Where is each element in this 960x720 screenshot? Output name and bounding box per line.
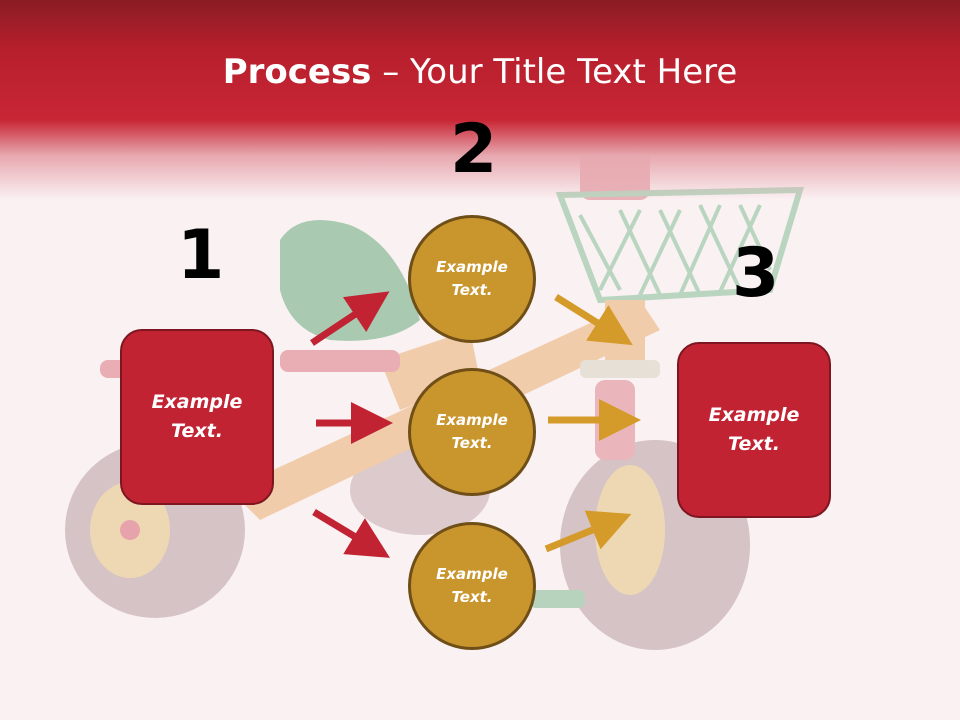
circle-2-line1: Example <box>436 411 508 429</box>
arrow-to-circle-3 <box>312 509 390 558</box>
step-number-1: 1 <box>177 216 225 295</box>
arrow-from-circle-3 <box>544 510 632 553</box>
arrow-to-circle-1 <box>310 291 390 346</box>
left-box-line1: Example <box>151 391 243 413</box>
circle-1-line1: Example <box>436 258 508 276</box>
step-number-3: 3 <box>732 234 780 313</box>
circle-1-line2: Text. <box>451 281 493 299</box>
circle-step-3: Example Text. <box>408 522 536 650</box>
circle-3-line1: Example <box>436 565 508 583</box>
arrow-from-circle-1 <box>554 294 633 346</box>
title-bold: Process <box>222 52 372 92</box>
circle-step-1: Example Text. <box>408 215 536 343</box>
circle-3-line2: Text. <box>451 588 493 606</box>
title-rest: – Your Title Text Here <box>371 52 738 92</box>
left-step-box: Example Text. <box>120 329 274 505</box>
slide-title: Process – Your Title Text Here <box>0 52 960 92</box>
right-box-line2: Text. <box>728 433 780 455</box>
right-box-line1: Example <box>708 404 800 426</box>
circle-step-2: Example Text. <box>408 368 536 496</box>
circle-2-line2: Text. <box>451 434 493 452</box>
title-banner <box>0 0 960 200</box>
left-box-line2: Text. <box>171 420 223 442</box>
step-number-2: 2 <box>450 110 498 189</box>
right-step-box: Example Text. <box>677 342 831 518</box>
